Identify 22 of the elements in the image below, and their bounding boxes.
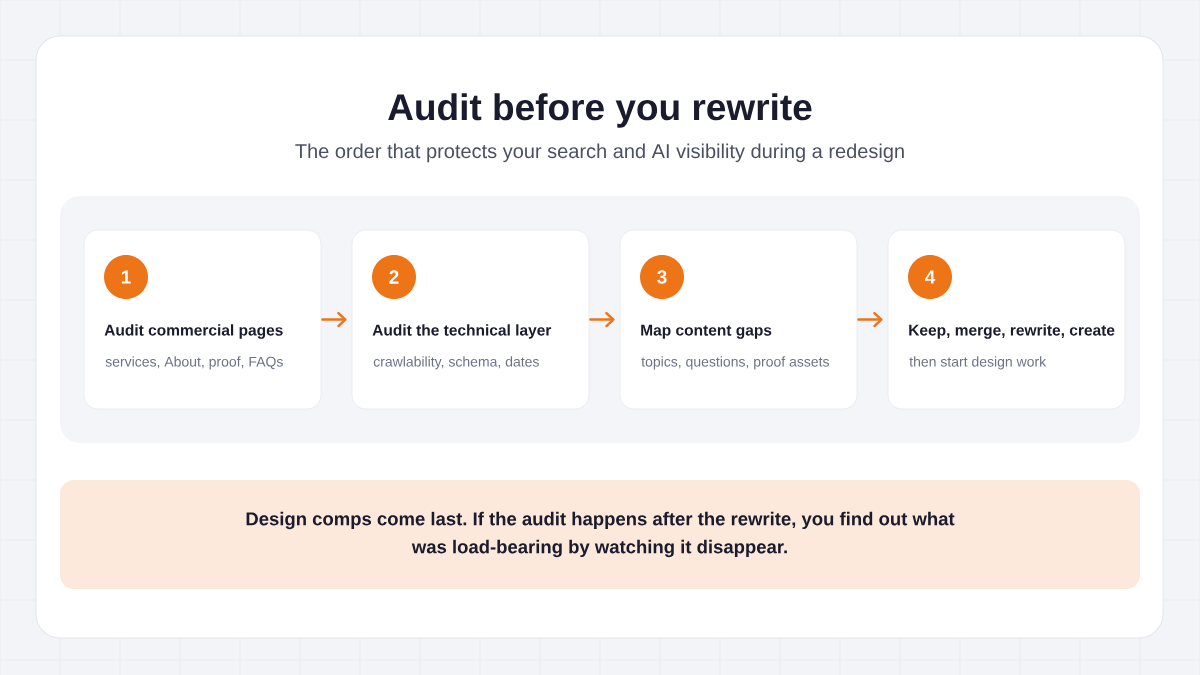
- step-card: [83, 229, 322, 410]
- step-card: [351, 229, 590, 410]
- arrow: [589, 311, 615, 328]
- arrow: [321, 311, 347, 328]
- step-description: then start design work: [909, 356, 1047, 370]
- step-title: Audit commercial pages: [104, 324, 283, 339]
- arrow: [857, 311, 883, 328]
- callout-box: Design comps come last. If the audit happens after the rewrite, you find out what was load-bearing by watching it disappear.: [60, 480, 1140, 589]
- step-card: [619, 229, 858, 410]
- step-title: Keep, merge, rewrite, create: [909, 324, 1115, 339]
- step-title: Map content gaps: [641, 324, 772, 339]
- title: Audit before you rewrite: [388, 93, 812, 128]
- step-description: crawlability, schema, dates: [373, 356, 539, 370]
- step-description: topics, questions, proof assets: [641, 356, 829, 370]
- subtitle: The order that protects your search and AI visibility during a redesign: [295, 143, 904, 163]
- step-title: Audit the technical layer: [372, 324, 552, 339]
- number-badge: 4: [908, 255, 952, 299]
- number-badge: 1: [104, 255, 148, 299]
- step-card: [887, 229, 1126, 410]
- step-description: services, About, proof, FAQs: [105, 356, 283, 370]
- number-badge: 2: [372, 255, 416, 299]
- number-badge: 3: [640, 255, 684, 299]
